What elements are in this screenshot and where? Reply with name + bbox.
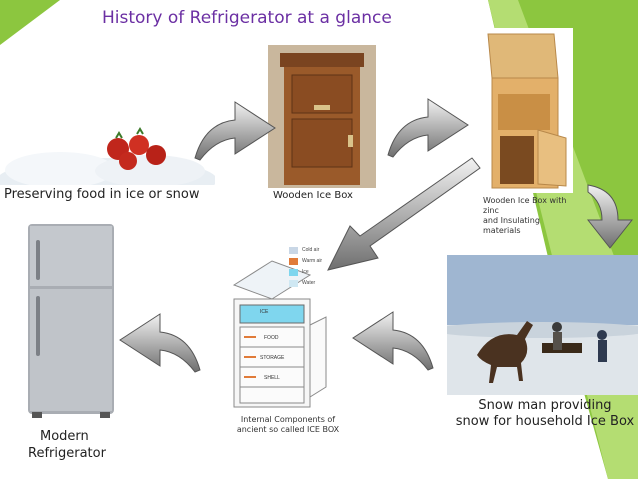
modern-caption-line-2: Refrigerator xyxy=(28,446,106,461)
snow-man-caption-line-1: Snow man providing xyxy=(478,398,612,413)
zinc-caption-line-1: Wooden Ice Box with zinc xyxy=(483,196,567,215)
internal-components-diagram: Cold air Warm air Ice Water ICE FOOD STO… xyxy=(214,247,354,412)
zinc-ice-box-image xyxy=(478,28,573,193)
legend-cold-air: Cold air xyxy=(302,247,320,253)
legend-ice: Ice xyxy=(302,269,309,275)
arrow-snowman-to-internal-icon xyxy=(352,311,434,371)
ice-snow-caption: Preserving food in ice or snow xyxy=(4,187,200,202)
snow-man-image xyxy=(447,255,638,395)
shelf-label-shell: SHELL xyxy=(264,375,280,381)
arrow-zinc-to-snowman-icon xyxy=(586,184,634,249)
snow-man-caption-line-2: snow for household Ice Box xyxy=(455,414,635,429)
arrow-internal-to-modern-icon xyxy=(119,313,201,373)
arrow-wooden-to-zinc-icon xyxy=(387,98,469,158)
internal-components-caption: Internal Components of ancient so called… xyxy=(218,415,358,435)
shelf-label-ice: ICE xyxy=(260,309,269,315)
modern-fridge-image xyxy=(18,222,123,420)
arrow-zinc-to-internal-icon xyxy=(327,157,481,271)
modern-caption-line-1: Modern xyxy=(40,429,89,444)
modern-fridge-caption: Modern Refrigerator xyxy=(28,428,106,462)
legend-water: Water xyxy=(302,280,316,286)
shelf-label-food: FOOD xyxy=(264,335,279,341)
snow-man-caption: Snow man providing snow for household Ic… xyxy=(452,398,638,430)
legend-warm-air: Warm air xyxy=(302,258,323,264)
slide-title: History of Refrigerator at a glance xyxy=(102,8,392,28)
zinc-ice-box-caption: Wooden Ice Box with zinc and Insulating … xyxy=(483,196,578,236)
ice-snow-image xyxy=(0,125,215,185)
internal-caption-line-1: Internal Components of xyxy=(240,415,336,424)
top-left-green-accent xyxy=(0,0,60,45)
zinc-caption-line-2: and Insulating materials xyxy=(483,216,540,235)
internal-caption-line-2: ancient so called ICE BOX xyxy=(236,425,340,434)
shelf-label-storage: STORAGE xyxy=(260,355,285,361)
wooden-ice-box-image xyxy=(268,45,376,188)
wooden-ice-box-caption: Wooden Ice Box xyxy=(273,190,353,201)
arrow-snow-to-wooden-icon xyxy=(194,101,276,161)
